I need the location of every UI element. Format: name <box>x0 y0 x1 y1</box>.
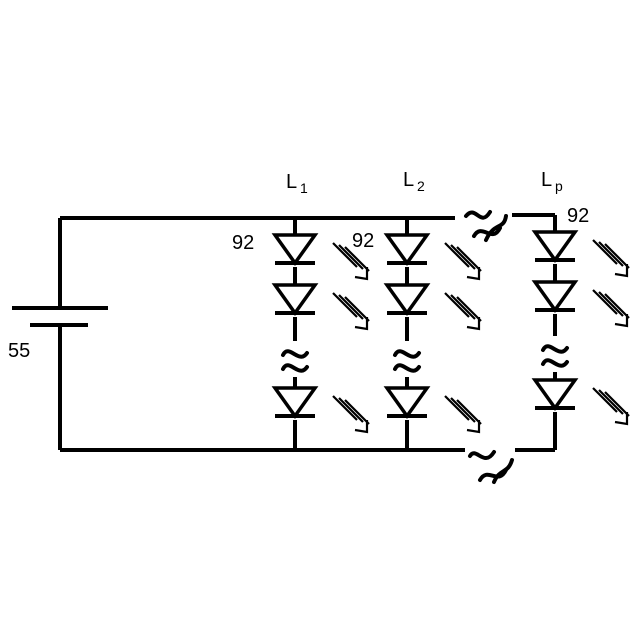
led-string-1 <box>275 218 369 450</box>
light-arrowhead <box>467 317 479 329</box>
string-label-1: L 1 <box>286 171 308 196</box>
led-diode-icon <box>387 285 481 329</box>
led-diode-icon <box>275 388 369 432</box>
bottom-rail-break-icon <box>470 452 512 482</box>
string-label-p: L p <box>541 169 563 194</box>
led-diode-icon <box>275 285 369 329</box>
light-arrowhead <box>615 412 627 424</box>
light-ray <box>451 245 475 269</box>
string-continuation-icon <box>283 351 307 370</box>
top-rail-break-icon <box>466 212 506 240</box>
led-diode-icon <box>387 388 481 432</box>
led-strings <box>275 215 629 450</box>
string-continuation-icon <box>395 351 419 370</box>
light-ray <box>339 398 363 422</box>
string-p-subscript: p <box>555 178 563 194</box>
string-continuation-icon <box>543 346 567 365</box>
led-ref-string-2: 92 <box>352 230 374 252</box>
light-arrowhead <box>467 267 479 279</box>
led-ref-string-p: 92 <box>567 205 589 227</box>
string-1-name: L <box>286 171 297 193</box>
light-ray <box>339 295 363 319</box>
light-arrowhead <box>355 267 367 279</box>
led-string-2 <box>387 218 481 450</box>
light-ray <box>599 242 623 266</box>
light-arrowhead <box>355 420 367 432</box>
light-ray <box>451 295 475 319</box>
string-label-2: L 2 <box>403 169 425 194</box>
light-ray <box>599 390 623 414</box>
string-2-name: L <box>403 169 414 191</box>
light-arrowhead <box>355 317 367 329</box>
battery-symbol <box>12 308 108 325</box>
string-1-subscript: 1 <box>300 180 308 196</box>
light-ray <box>599 292 623 316</box>
light-ray <box>451 398 475 422</box>
led-diode-icon <box>535 232 629 276</box>
led-diode-icon <box>535 380 629 424</box>
power-source-ref: 55 <box>8 340 30 362</box>
led-diode-icon <box>535 282 629 326</box>
light-arrowhead <box>615 264 627 276</box>
led-diode-icon <box>387 235 481 279</box>
led-string-3 <box>535 215 629 450</box>
light-arrowhead <box>467 420 479 432</box>
led-ref-string-1: 92 <box>232 232 254 254</box>
light-arrowhead <box>615 314 627 326</box>
string-p-name: L <box>541 169 552 191</box>
string-2-subscript: 2 <box>417 178 425 194</box>
